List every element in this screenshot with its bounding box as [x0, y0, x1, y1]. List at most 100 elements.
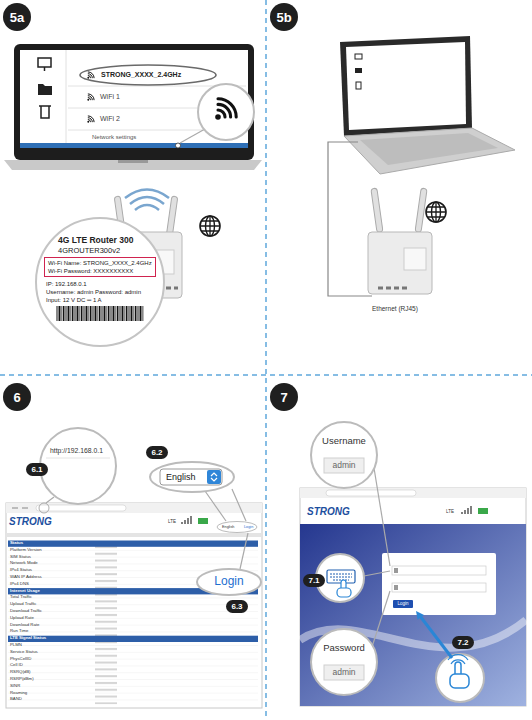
- browser-screenshot-6-part: [6, 533, 262, 537]
- callout-number: 7.1: [303, 574, 325, 587]
- callout-number: 6.1: [26, 463, 48, 476]
- table-cell: Service Status: [10, 650, 38, 655]
- zoom-callouts-7: [311, 422, 484, 702]
- browser-screenshot-6-part: [6, 503, 262, 708]
- router-5a: [36, 190, 220, 347]
- table-cell: IPv4 Status: [10, 568, 32, 573]
- logo-text: STRONG: [9, 516, 52, 528]
- node-text: admin: [311, 461, 377, 471]
- browser-screenshot-7-part: [300, 488, 526, 706]
- router-5b-part: [426, 202, 446, 222]
- table-cell: Download Traffic: [10, 609, 42, 614]
- node-text: 6: [13, 391, 20, 404]
- url-zoom-circle: http://192.168.0.1: [40, 428, 116, 504]
- menu-text: English: [222, 525, 234, 529]
- browser-screenshot-6-part: [198, 518, 208, 524]
- node-text: 5a: [10, 11, 24, 24]
- zoom-callouts-7-part: [416, 611, 424, 620]
- laptop-5b-part: [340, 36, 472, 136]
- menu-text: Login: [244, 525, 253, 529]
- node-text: 6.3: [231, 603, 242, 611]
- callout-number: 7.2: [452, 636, 474, 649]
- table-cell: Roaming: [10, 691, 27, 696]
- laptop-5b-part: [328, 142, 372, 296]
- node-text: WiFi 2: [100, 115, 120, 123]
- zoom-callouts-6-part: [232, 489, 246, 521]
- zoom-callouts-6-part: [46, 458, 110, 459]
- browser-screenshot-6-part: [217, 522, 257, 533]
- laptop-5b-part: [344, 128, 515, 174]
- browser-screenshot-6-part: [182, 516, 191, 524]
- browser-screenshot-6-part: [6, 503, 262, 513]
- laptop-5a-part: [39, 106, 51, 118]
- highlight-oval: STRONG_XXXX_2.4GHz: [80, 65, 216, 85]
- callout-number: 6.2: [146, 446, 168, 459]
- router-5a-part: [125, 190, 169, 211]
- zoom-callouts-7-part: [450, 674, 469, 688]
- router-5b-part: [415, 188, 427, 232]
- callout-number: 6.3: [226, 600, 248, 613]
- wifi-list-panel: WiFi 1WiFi 2Network settingsSTRONG_XXXX_…: [68, 52, 240, 144]
- laptop-5a-part: [80, 65, 216, 85]
- table-heading: Internet Usage: [10, 589, 40, 594]
- zoom-callouts-7-part: [374, 468, 390, 566]
- status-text: LTE: [446, 509, 454, 514]
- node-text: Username: [311, 436, 377, 447]
- node-text: Login: [397, 602, 408, 607]
- logo-text: STRONG: [307, 506, 350, 518]
- zoom-callouts-6-part: [40, 428, 116, 504]
- table-heading: LTE Signal Status: [10, 636, 46, 641]
- router-5b-part: [404, 248, 426, 270]
- node-text: 5b: [276, 11, 291, 24]
- browser-screenshot-6: [6, 503, 262, 708]
- status-text: LTE: [168, 519, 176, 524]
- laptop-5a-part: [66, 50, 67, 143]
- laptop-5b-part: [360, 133, 498, 165]
- browser-screenshot-7: [300, 488, 526, 706]
- browser-screenshot-6-part: [8, 541, 258, 547]
- laptop-5a-part: [14, 44, 254, 160]
- laptop-5a-part: [176, 143, 181, 148]
- laptop-5a-part: [38, 84, 52, 95]
- table-cell: SINR: [10, 684, 20, 689]
- node-text: 6.2: [151, 449, 162, 457]
- table-cell: Cell ID: [10, 663, 23, 668]
- browser-screenshot-6-part: [39, 503, 49, 513]
- zoom-callouts-7-part: [372, 591, 390, 647]
- laptop-5a-part: [87, 94, 94, 101]
- node-text: Username: admin Password: admin: [46, 289, 141, 296]
- divider-lines-part: [265, 0, 267, 720]
- step-badge: 5a: [3, 3, 31, 31]
- table-cell: RSRP(dBm): [10, 677, 34, 682]
- browser-screenshot-7-part: [326, 490, 416, 496]
- step-badge: 6: [3, 383, 31, 411]
- node-text: admin: [311, 668, 377, 678]
- router-5b-part: [378, 287, 407, 290]
- table-cell: BAND: [10, 697, 22, 702]
- zoom-callouts-6-part: [205, 491, 226, 521]
- router-5b-part: [371, 188, 383, 232]
- table-cell: Total Traffic: [10, 595, 32, 600]
- browser-screenshot-7-part: [300, 524, 526, 706]
- password-zoom-circle: Passwordadmin: [311, 629, 377, 695]
- step-badge: 7: [270, 383, 298, 411]
- zoom-callouts-6-part: [207, 470, 221, 484]
- label-zoom-circle: 4G LTE Router 3004GROUTER300v2IP: 192.16…: [36, 218, 164, 346]
- zoom-callouts-7-part: [311, 629, 377, 695]
- table-cell: WAN IP Address: [10, 575, 42, 580]
- step-badge: 5b: [270, 3, 298, 31]
- laptop-5a: [4, 44, 262, 170]
- table-cell: PhysCellID: [10, 657, 31, 662]
- browser-screenshot-6-part: [8, 541, 258, 704]
- laptop-5a-part: [87, 72, 94, 79]
- node-text: Input: 12 V DC ═ 1 A: [46, 297, 102, 304]
- browser-screenshot-7-part: [462, 506, 471, 514]
- router-5a-part: [56, 306, 144, 321]
- node-text: English: [166, 472, 196, 482]
- laptop-5b-part: [346, 42, 466, 130]
- zoom-callouts-6-part: [160, 469, 222, 485]
- browser-screenshot-7-part: [394, 585, 398, 590]
- divider-lines-part: [0, 374, 532, 376]
